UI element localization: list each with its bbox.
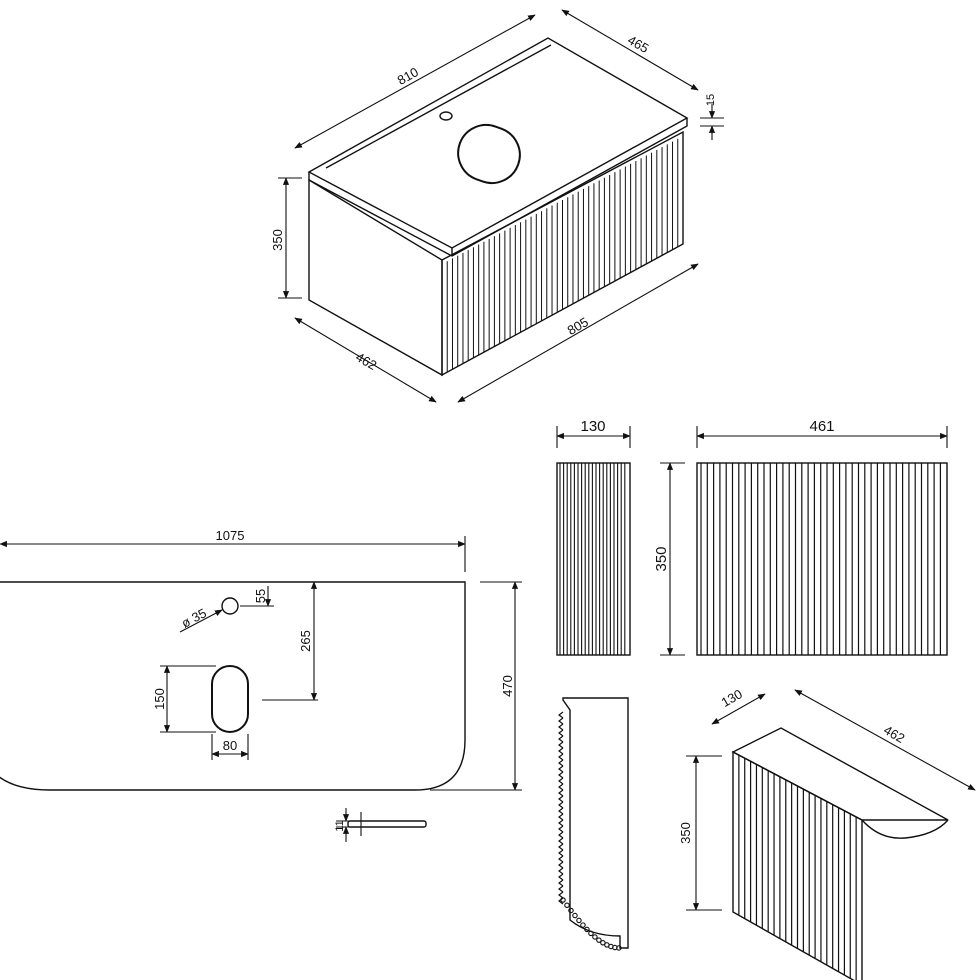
waste-slot-plan xyxy=(211,665,249,733)
section-tooth xyxy=(600,940,606,946)
fluted-drawer-front-iso xyxy=(441,130,684,377)
drawer-iso-top xyxy=(731,727,949,821)
isometric-cabinet-view: 810 465 15 350 462 805 xyxy=(270,9,724,403)
section-tooth xyxy=(558,819,564,827)
dim-overall-depth: 470 xyxy=(500,675,515,697)
section-tooth xyxy=(588,930,594,937)
dim-front-width: 461 xyxy=(809,418,834,435)
dim-iso-height: 350 xyxy=(678,822,693,844)
section-tooth xyxy=(558,729,564,737)
section-tooth xyxy=(558,801,564,809)
section-tooth xyxy=(596,937,602,943)
section-tooth xyxy=(558,711,564,719)
dim-front-width: 805 xyxy=(565,314,591,338)
section-tooth xyxy=(558,849,564,857)
section-tooth xyxy=(558,867,564,875)
dim-waste-width: 80 xyxy=(223,738,237,753)
drawer-iso-front xyxy=(732,750,863,980)
section-tooth xyxy=(572,912,578,919)
dim-iso-depth: 462 xyxy=(881,722,907,746)
section-tooth xyxy=(558,759,564,767)
section-tooth xyxy=(580,922,586,928)
section-tooth xyxy=(558,843,564,851)
section-tooth xyxy=(564,902,570,909)
section-tooth xyxy=(558,861,564,869)
section-tooth xyxy=(558,741,564,749)
dim-side-width: 130 xyxy=(580,418,605,435)
section-tooth xyxy=(568,907,574,914)
section-tooth xyxy=(558,795,564,803)
section-tooth xyxy=(558,771,564,779)
section-tooth xyxy=(560,897,566,903)
section-tooth xyxy=(584,926,590,933)
section-tooth xyxy=(558,735,564,743)
section-tooth xyxy=(558,885,564,893)
dim-height: 350 xyxy=(270,229,285,251)
section-tooth xyxy=(592,934,598,940)
cabinet-side-panel xyxy=(308,178,443,377)
tap-hole-plan xyxy=(221,597,239,615)
section-tooth xyxy=(558,747,564,755)
side-flutes xyxy=(559,463,626,655)
iso-flutes xyxy=(446,138,679,373)
dim-top-depth: 465 xyxy=(625,32,651,56)
basin-top-outline xyxy=(0,581,466,791)
tap-hole-iso xyxy=(439,111,453,121)
section-tooth xyxy=(558,879,564,887)
dim-tap-offset: 55 xyxy=(253,589,268,603)
section-tooth xyxy=(558,789,564,797)
section-tooth xyxy=(558,783,564,791)
section-tooth xyxy=(616,945,622,951)
section-tooth xyxy=(558,825,564,833)
drawer-isometric-view: 130 462 350 xyxy=(678,686,976,980)
section-teeth xyxy=(558,711,622,951)
section-tooth xyxy=(558,855,564,863)
drawer-iso-curve xyxy=(861,819,949,839)
section-tooth xyxy=(558,753,564,761)
dim-slab-thickness: 11 xyxy=(334,820,346,831)
dim-waste-height: 150 xyxy=(152,688,167,710)
dim-front-height: 350 xyxy=(653,546,670,571)
dim-overall-length: 1075 xyxy=(216,528,245,543)
section-tooth xyxy=(558,897,564,905)
slab-thickness-section xyxy=(347,820,427,828)
front-flutes xyxy=(700,463,942,655)
section-tooth xyxy=(558,873,564,881)
section-tooth xyxy=(558,837,564,845)
dim-tap-hole-diameter: ø 35 xyxy=(179,605,209,630)
section-tooth xyxy=(576,917,582,924)
section-tooth xyxy=(558,891,564,899)
drawer-front-elevation xyxy=(696,462,948,656)
dim-waste-offset: 265 xyxy=(298,630,313,652)
dim-iso-width: 130 xyxy=(719,686,745,710)
section-tooth xyxy=(558,807,564,815)
section-tooth xyxy=(558,723,564,731)
section-tooth xyxy=(558,777,564,785)
dim-top-thickness: 15 xyxy=(705,94,717,106)
drawer-plan-section xyxy=(558,697,629,951)
dim-top-width: 810 xyxy=(395,64,421,88)
waste-opening-iso xyxy=(457,123,521,185)
section-tooth xyxy=(558,813,564,821)
basin-top-plan-view: 1075 470 55 265 ø 35 150 80 11 xyxy=(0,528,522,842)
section-tooth xyxy=(558,765,564,773)
section-tooth xyxy=(558,717,564,725)
iso2-flutes xyxy=(738,755,857,980)
drawer-side-elevation xyxy=(556,462,631,656)
dim-body-depth: 462 xyxy=(353,349,379,373)
drawer-elevations: 130 461 350 xyxy=(556,418,948,656)
section-tooth xyxy=(558,831,564,839)
